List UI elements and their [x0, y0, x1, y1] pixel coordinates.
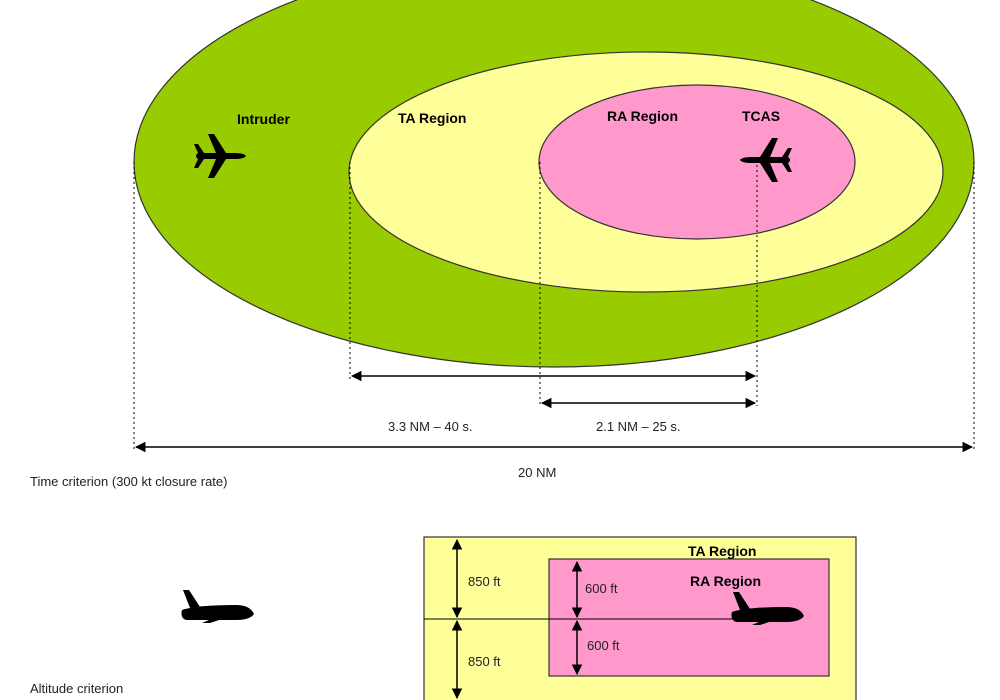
tcas-label: TCAS — [742, 108, 780, 124]
ra-region-ellipse — [538, 84, 856, 240]
ra-lower-label: 600 ft — [587, 638, 620, 653]
ra-region-box-label: RA Region — [690, 573, 761, 589]
ra-region-label: RA Region — [607, 108, 678, 124]
altitude-criterion-caption: Altitude criterion — [30, 681, 123, 696]
ra-upper-label: 600 ft — [585, 581, 618, 596]
intruder-side-airplane-icon — [181, 590, 254, 623]
time-criterion-caption: Time criterion (300 kt closure rate) — [30, 474, 227, 489]
ta-region-box-label: TA Region — [688, 543, 756, 559]
intruder-label: Intruder — [237, 111, 290, 127]
ta-dimension-label: 3.3 NM – 40 s. — [388, 419, 473, 434]
total-dimension-label: 20 NM — [518, 465, 556, 480]
extension-lines — [133, 160, 975, 450]
top-regions — [133, 0, 975, 368]
ta-upper-label: 850 ft — [468, 574, 501, 589]
ra-dimension-label: 2.1 NM – 25 s. — [596, 419, 681, 434]
ta-lower-label: 850 ft — [468, 654, 501, 669]
ta-region-label: TA Region — [398, 110, 466, 126]
